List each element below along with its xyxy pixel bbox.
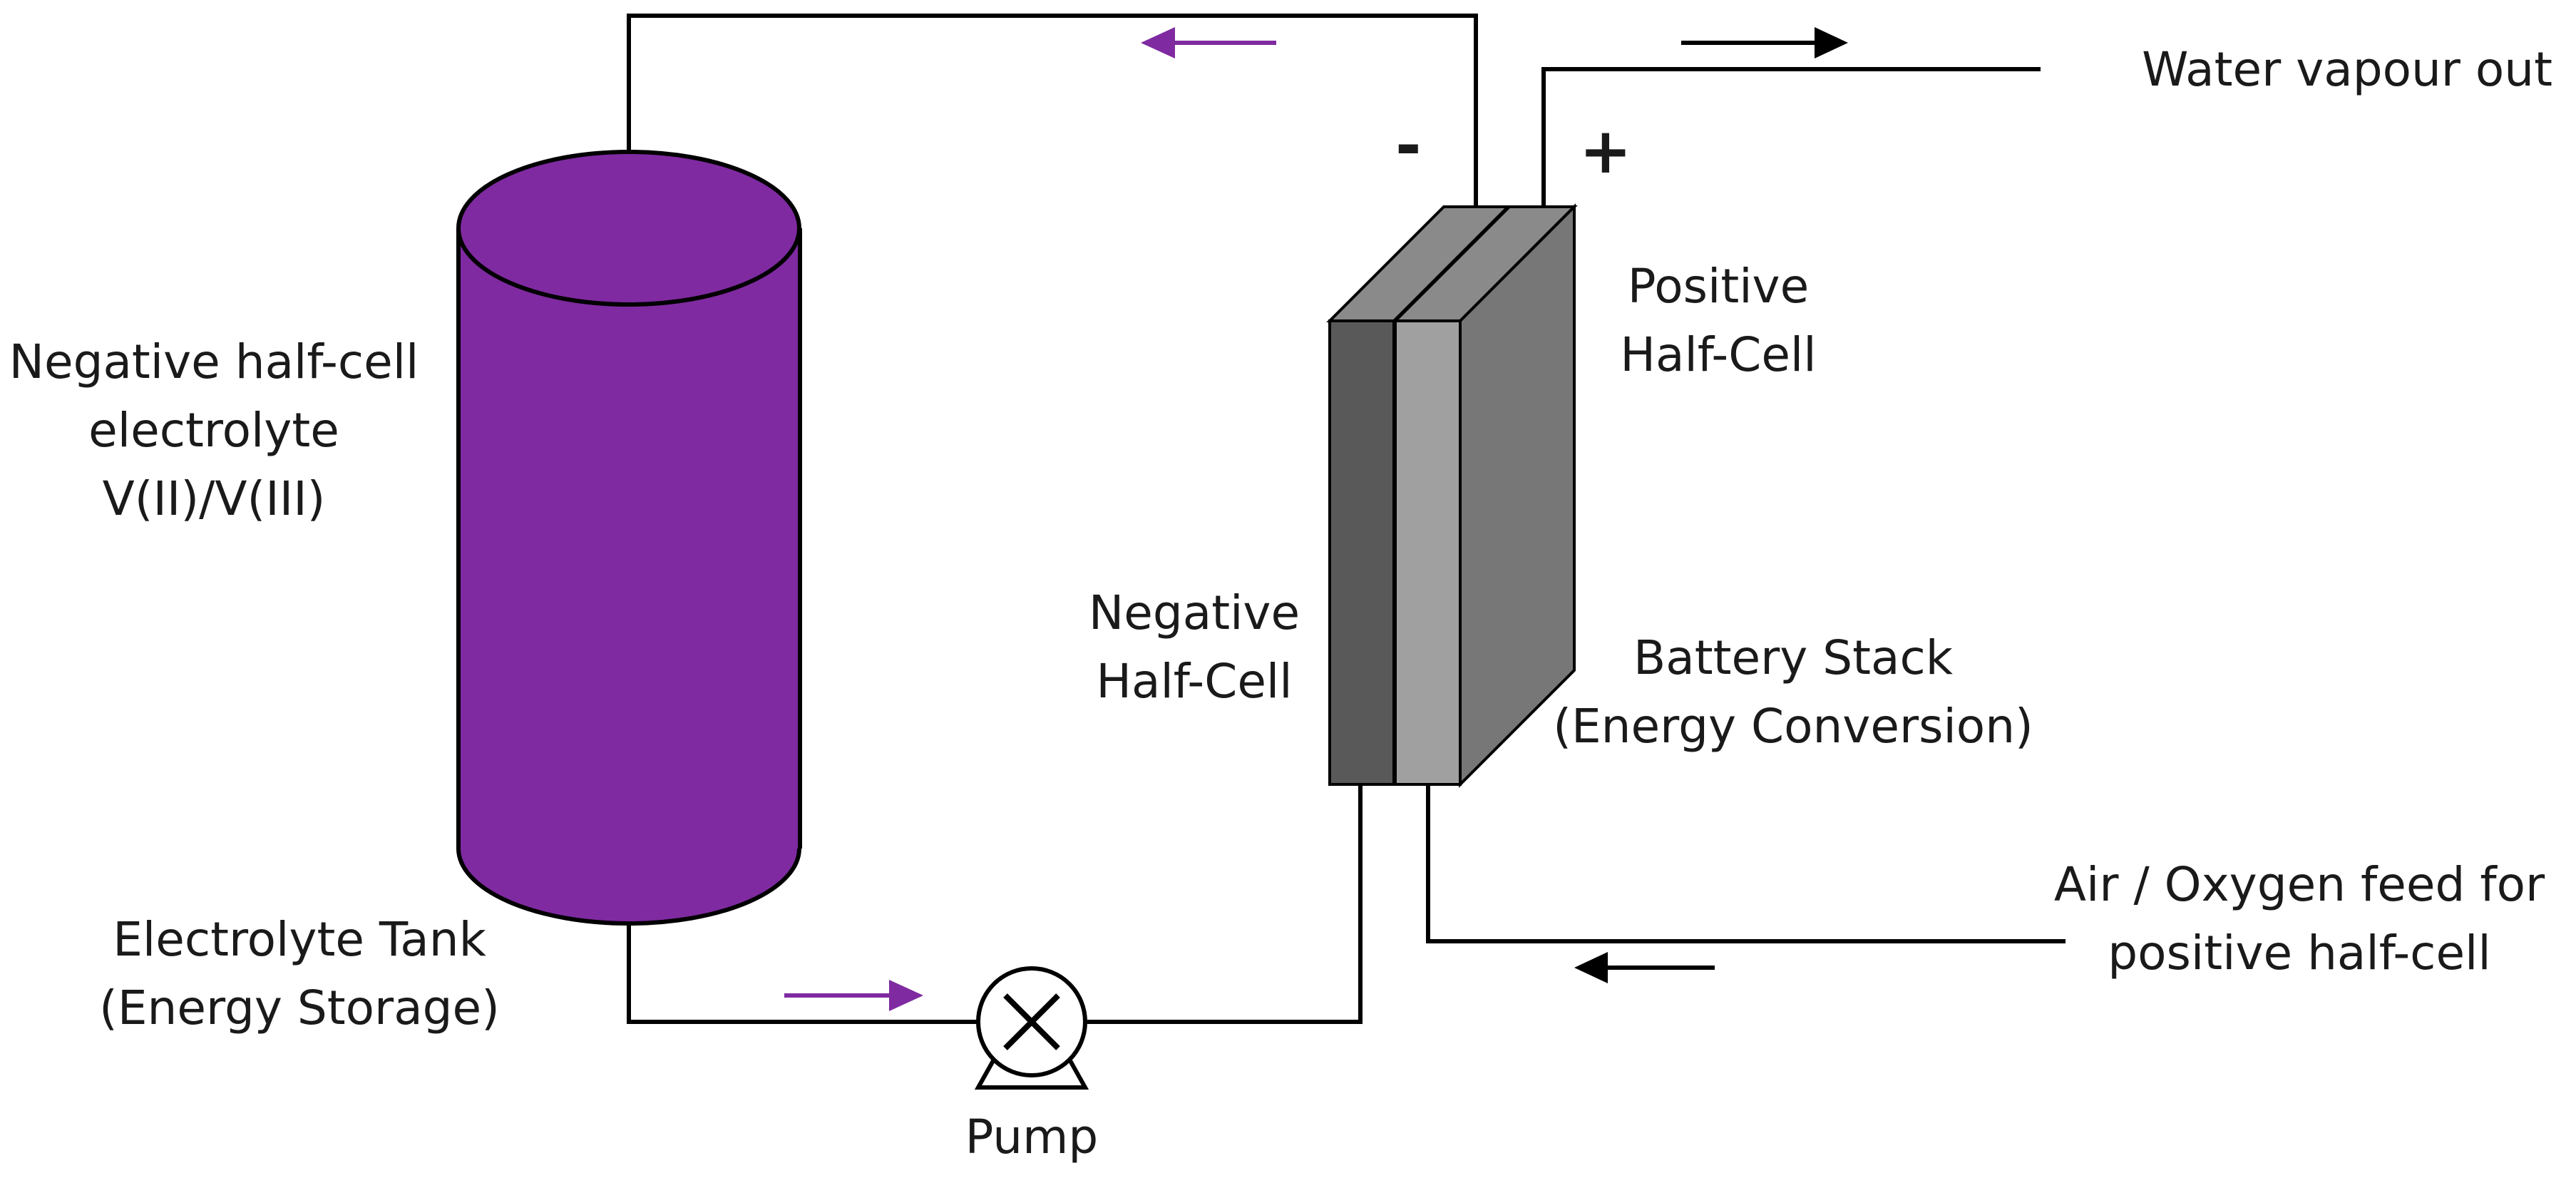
negative-half-cell-line-2: Half-Cell [1096, 654, 1293, 709]
pump-icon [974, 966, 1089, 1090]
pump-cross-2 [1003, 993, 1060, 1050]
water-out-arrow-icon [1681, 27, 1848, 58]
tank-contents-line-2: electrolyte [88, 403, 339, 458]
pump-label: Pump [925, 1103, 1139, 1172]
tank-top [456, 150, 801, 307]
tank-contents-line-1: Negative half-cell [9, 334, 419, 389]
battery-stack-line-2: (Energy Conversion) [1553, 699, 2033, 754]
tank-name-label: Electrolyte Tank (Energy Storage) [71, 906, 528, 1043]
water-vapour-label: Water vapour out [2068, 36, 2552, 104]
tank-name-line-2: (Energy Storage) [99, 980, 500, 1035]
air-feed-line [1426, 784, 2066, 943]
positive-half-cell-label: Positive Half-Cell [1586, 252, 1850, 389]
supply-pipe-left [627, 923, 978, 1024]
return-pipe [627, 14, 1478, 207]
battery-stack-label: Battery Stack (Energy Conversion) [1533, 624, 2053, 761]
pump-label-text: Pump [965, 1110, 1099, 1164]
tank-name-line-1: Electrolyte Tank [113, 912, 486, 967]
supply-flow-arrow-icon [784, 980, 923, 1011]
air-in-arrow-icon [1574, 952, 1715, 983]
positive-half-cell-line-2: Half-Cell [1620, 327, 1817, 382]
water-vapour-label-text: Water vapour out [2142, 42, 2552, 97]
negative-half-cell-label: Negative Half-Cell [1069, 579, 1319, 716]
battery-stack [1326, 203, 1578, 788]
negative-half-cell-line-1: Negative [1088, 585, 1300, 640]
electrolyte-tank [456, 150, 802, 926]
tank-contents-label: Negative half-cell electrolyte V(II)/V(I… [7, 328, 421, 533]
tank-body-fill [458, 228, 800, 849]
air-feed-label: Air / Oxygen feed for positive half-cell [2036, 851, 2563, 988]
positive-cell-front [1394, 319, 1462, 786]
battery-stack-line-1: Battery Stack [1633, 630, 1953, 685]
air-feed-line-2: positive half-cell [2108, 926, 2491, 980]
return-flow-arrow-icon [1141, 27, 1276, 58]
positive-terminal-sign: + [1579, 114, 1632, 188]
water-vapour-line [1541, 67, 2041, 207]
negative-terminal-sign: - [1395, 108, 1422, 182]
air-feed-line-1: Air / Oxygen feed for [2053, 857, 2545, 912]
tank-contents-line-3: V(II)/V(III) [102, 471, 326, 526]
positive-half-cell-line-1: Positive [1627, 259, 1810, 314]
supply-pipe-right [1085, 784, 1363, 1024]
negative-cell-front [1328, 319, 1395, 786]
